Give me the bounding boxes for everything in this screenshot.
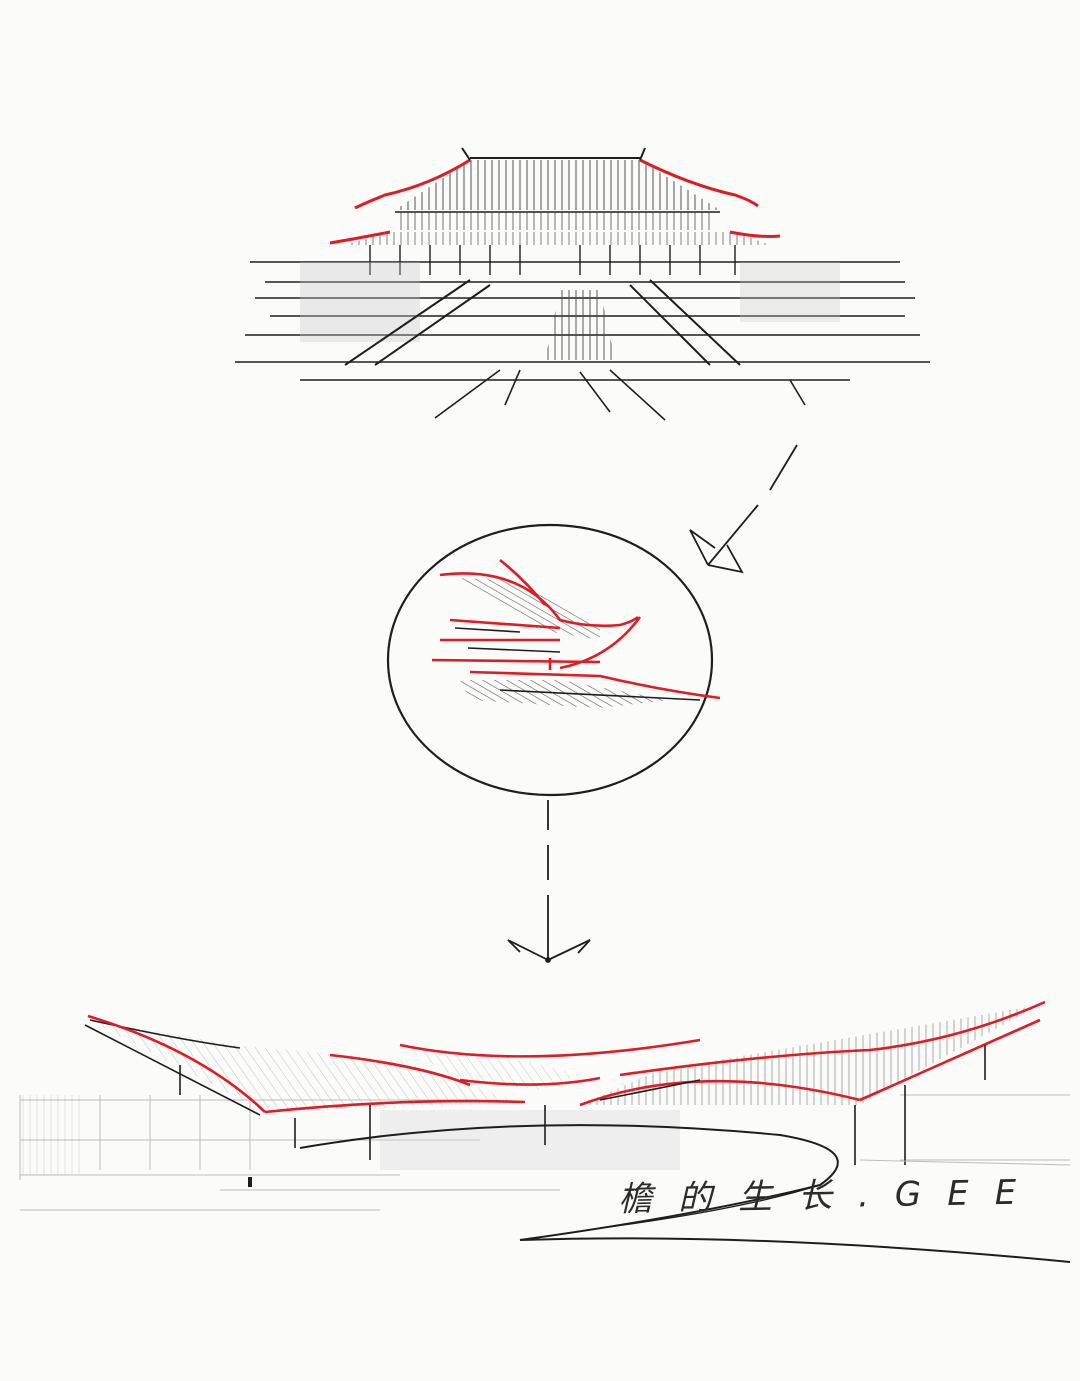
- canopy-sketch: [19, 1000, 1071, 1263]
- sketch-caption: 檐的生长.GEE: [617, 1172, 1043, 1220]
- arrow-to-detail: [689, 444, 798, 574]
- eave-detail: [386, 523, 721, 797]
- arrow-down: [507, 939, 591, 963]
- palace-sketch: [235, 147, 930, 421]
